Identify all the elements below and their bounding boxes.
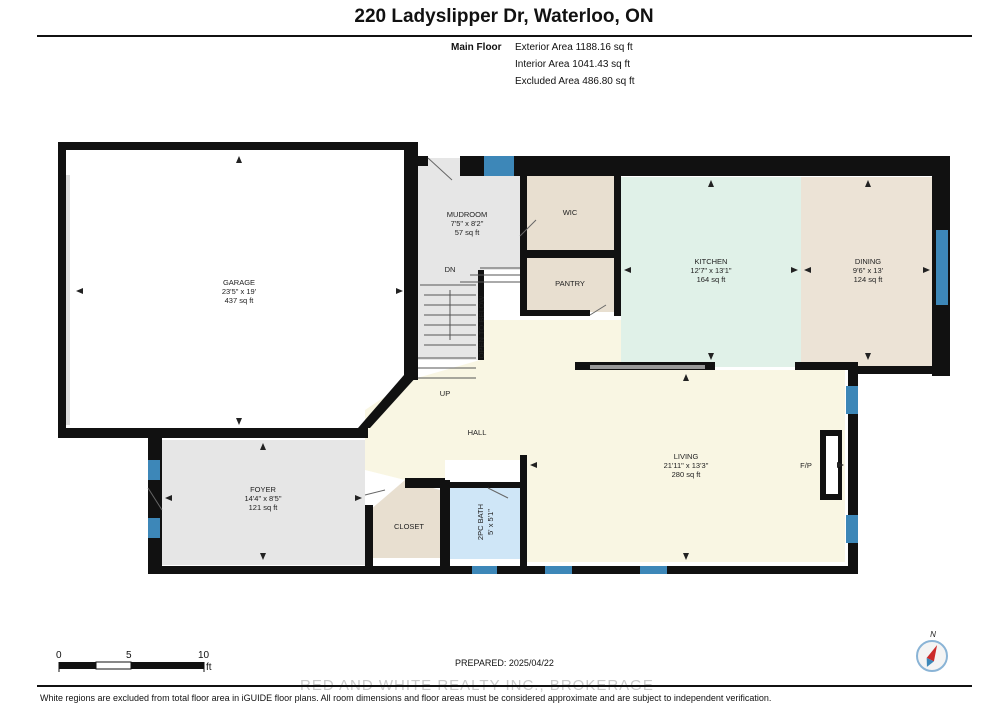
kitchen-dims: 12'7" x 13'1" (690, 266, 731, 275)
hall-name: HALL (468, 428, 487, 437)
compass-icon (916, 640, 948, 672)
garage-name: GARAGE (223, 278, 255, 287)
header-divider (37, 35, 972, 37)
kitchen-sqft: 164 sq ft (697, 275, 727, 284)
stairs-down-label: DN (445, 265, 456, 274)
interior-area: Interior Area 1041.43 sq ft (515, 59, 631, 70)
dining-sqft: 124 sq ft (854, 275, 884, 284)
foyer-name: FOYER (250, 485, 276, 494)
page-title: 220 Ladyslipper Dr, Waterloo, ON (354, 6, 654, 27)
dining-area (801, 177, 935, 367)
stairs-up-label: UP (440, 389, 450, 398)
fireplace-insert (826, 436, 838, 494)
mudroom-dims: 7'5" x 8'2" (451, 219, 484, 228)
scale-tick-10: 10 (198, 650, 210, 661)
excluded-area: Excluded Area 486.80 sq ft (515, 76, 635, 87)
dimension-arrows (76, 156, 930, 560)
scale-unit: ft (206, 662, 212, 673)
closet-area (370, 480, 440, 558)
bath-name: 2PC BATH (476, 504, 485, 540)
foyer-area (155, 440, 365, 565)
kitchen-counter (590, 365, 705, 369)
pantry-area (527, 258, 614, 312)
prepared-date: PREPARED: 2025/04/22 (455, 658, 554, 668)
foyer-dims: 14'4" x 8'5" (245, 494, 282, 503)
scale-tick-0: 0 (56, 650, 62, 661)
pantry-name: PANTRY (555, 279, 585, 288)
foyer-sqft: 121 sq ft (249, 503, 279, 512)
exterior-area: Exterior Area 1188.16 sq ft (515, 42, 633, 53)
compass-north-label: N (930, 630, 936, 639)
wic-area (527, 176, 614, 250)
mudroom-sqft: 57 sq ft (455, 228, 481, 237)
fireplace-label: F/P (800, 461, 812, 470)
dining-name: DINING (855, 257, 881, 266)
living-sqft: 280 sq ft (672, 470, 702, 479)
kitchen-name: KITCHEN (695, 257, 728, 266)
garage-dims: 23'5" x 19' (222, 287, 257, 296)
bath-dims: 5' x 5'1" (486, 509, 495, 535)
kitchen-area (621, 177, 801, 367)
bath-area (450, 487, 520, 559)
windows (148, 156, 948, 574)
scale-tick-5: 5 (126, 650, 132, 661)
garage-area (64, 149, 410, 428)
living-dims: 21'11" x 13'3" (664, 461, 709, 470)
dining-dims: 9'6" x 13' (853, 266, 884, 275)
closet-name: CLOSET (394, 522, 424, 531)
floor-name: Main Floor (451, 42, 502, 53)
door-swings (147, 157, 607, 511)
garage-door (66, 175, 70, 425)
hall-living-area (365, 320, 845, 562)
mudroom-name: MUDROOM (447, 210, 487, 219)
scale-bar (58, 661, 205, 672)
mudroom-area (410, 158, 520, 360)
living-name: LIVING (674, 452, 699, 461)
footer-disclaimer: White regions are excluded from total fl… (40, 693, 772, 703)
wic-name: WIC (563, 208, 578, 217)
open-to-below-label: OPEN TO BELOW (477, 295, 486, 359)
stairs (418, 267, 520, 379)
garage-sqft: 437 sq ft (225, 296, 255, 305)
footer-divider (37, 685, 972, 687)
